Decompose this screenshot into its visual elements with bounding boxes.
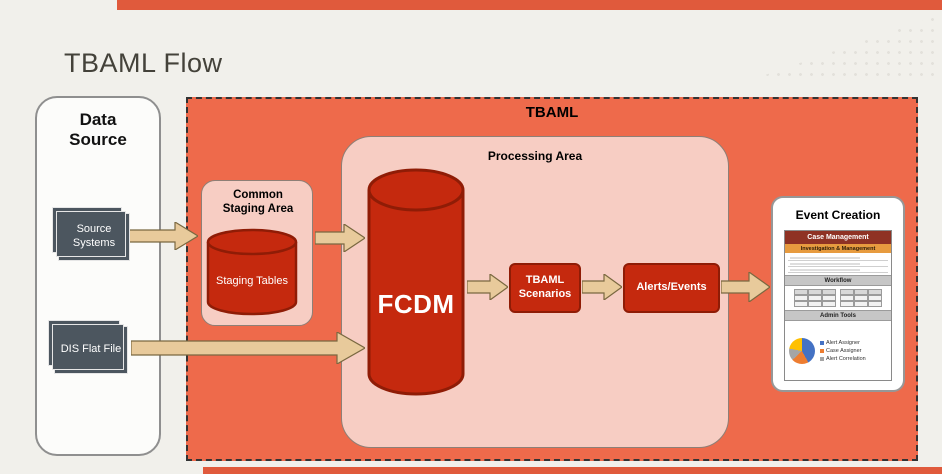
common-staging-area-title: Common Staging Area (222, 189, 294, 215)
page-title: TBAML Flow (64, 48, 223, 78)
alerts-events-label: Alerts/Events (636, 281, 707, 294)
staging-tables-label: Staging Tables (216, 274, 288, 287)
legend-swatch (820, 356, 824, 361)
arrow-disfile-to-fcdm (131, 332, 365, 364)
source-systems-icon: Source Systems (52, 207, 130, 261)
data-source-title: Data Source (69, 110, 127, 150)
mini-app-tables (785, 286, 891, 310)
dis-flat-file-label: DIS Flat File (60, 343, 122, 356)
mini-app-row (788, 255, 888, 261)
mini-app-subheader: Investigation & Management (785, 244, 891, 253)
legend-swatch (820, 348, 824, 353)
legend-label: Case Assigner (826, 347, 862, 354)
dis-flat-file-icon: DIS Flat File (48, 320, 128, 374)
legend-item: Alert Assigner (820, 340, 866, 346)
arrow-source-to-staging (128, 222, 198, 250)
data-source-panel: Data Source (35, 96, 161, 456)
tbaml-scenarios-label: TBAML Scenarios (518, 274, 572, 300)
top-accent-bar (117, 0, 942, 10)
legend-item: Alert Correlation (820, 356, 866, 362)
dots-decoration (762, 14, 942, 76)
cylinder-shape (206, 228, 298, 316)
fcdm-label: FCDM (377, 288, 455, 319)
mini-app-admin-bar: Admin Tools (785, 310, 891, 321)
mini-app-workflow-bar: Workflow (785, 275, 891, 286)
pie-chart-icon (789, 337, 815, 364)
case-management-screenshot: Case Management Investigation & Manageme… (784, 230, 892, 381)
tbaml-scenarios-box: TBAML Scenarios (509, 263, 581, 313)
mini-app-header: Case Management (785, 231, 891, 244)
event-creation-title: Event Creation (795, 208, 881, 222)
alerts-events-box: Alerts/Events (623, 263, 720, 313)
mini-app-legend: Alert Assigner Case Assigner Alert Corre… (820, 340, 866, 362)
arrow-alerts-to-event (721, 272, 770, 302)
arrow-scenarios-to-alerts (582, 274, 622, 300)
event-creation-card: Event Creation Case Management Investiga… (771, 196, 905, 392)
legend-swatch (820, 340, 824, 345)
mini-app-row (788, 261, 888, 267)
processing-area-title: Processing Area (487, 149, 583, 163)
mini-app-table (794, 289, 836, 307)
arrow-fcdm-to-scenarios (467, 274, 508, 300)
legend-label: Alert Assigner (826, 339, 860, 346)
staging-tables-cylinder: Staging Tables (206, 228, 298, 318)
legend-label: Alert Correlation (826, 355, 866, 362)
legend-item: Case Assigner (820, 348, 866, 354)
arrow-staging-to-fcdm (315, 224, 365, 252)
fcdm-cylinder: FCDM (366, 168, 466, 400)
source-systems-label: Source Systems (72, 223, 116, 249)
cylinder-shape (367, 168, 465, 396)
mini-app-rows (785, 253, 891, 275)
mini-app-chart: Alert Assigner Case Assigner Alert Corre… (785, 321, 891, 380)
mini-app-table (840, 289, 882, 307)
mini-app-row (788, 267, 888, 273)
tbaml-region-title: TBAML (525, 104, 579, 121)
bottom-accent-bar (203, 467, 942, 474)
